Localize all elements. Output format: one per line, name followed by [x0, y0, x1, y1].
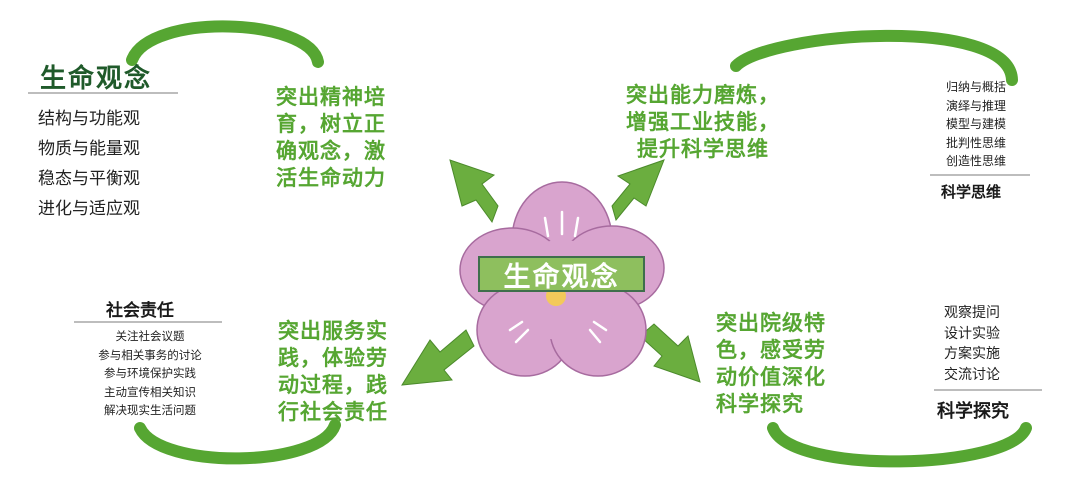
- caption-line: 行社会责任: [278, 400, 388, 424]
- curve-bottom-left: [134, 419, 341, 465]
- curve-bottom-right: [767, 422, 1032, 468]
- bottom-left-divider: [74, 321, 222, 323]
- top-right-title: 科学思维: [941, 183, 1002, 201]
- top-right-item: 演绎与推理: [946, 98, 1007, 113]
- center-label: 生命观念: [478, 256, 645, 293]
- curve-top-right: [730, 29, 1018, 86]
- top-right-divider: [930, 174, 1030, 176]
- caption-line: 育，树立正: [276, 112, 386, 136]
- top-left-list: 结构与功能观 物质与能量观 稳态与平衡观 进化与适应观: [38, 104, 140, 224]
- top-center-left-caption: 突出精神培 育，树立正 确观念，激 活生命动力: [276, 84, 386, 192]
- bottom-left-item: 解决现实生活问题: [104, 403, 196, 417]
- top-right-item: 创造性思维: [946, 154, 1007, 168]
- bottom-right-divider: [934, 389, 1042, 391]
- caption-line: 动过程，践: [278, 373, 388, 397]
- arrow-down-right-icon: [639, 323, 701, 383]
- caption-line: 增强工业技能，: [626, 110, 780, 134]
- bottom-left-list: 关注社会议题 参与相关事务的讨论 参与环境保护实践 主动宣传相关知识 解决现实生…: [70, 327, 230, 420]
- top-left-item: 结构与功能观: [38, 109, 140, 129]
- curve-top-left: [126, 20, 324, 68]
- bottom-center-left-caption: 突出服务实 践，体验劳 动过程，践 行社会责任: [278, 318, 388, 426]
- top-left-item: 稳态与平衡观: [38, 169, 140, 189]
- bottom-left-title: 社会责任: [106, 301, 174, 321]
- caption-line: 活生命动力: [276, 166, 386, 190]
- arrow-up-right-icon: [611, 159, 665, 222]
- bottom-right-item: 设计实验: [944, 325, 1000, 342]
- caption-line: 突出院级特: [716, 311, 826, 335]
- caption-line: 突出服务实: [278, 319, 388, 343]
- top-left-title: 生命观念: [40, 64, 153, 94]
- bottom-left-item: 参与环境保护实践: [104, 366, 196, 380]
- caption-line: 动价值深化: [716, 365, 826, 389]
- bottom-center-right-caption: 突出院级特 色，感受劳 动价值深化 科学探究: [716, 310, 826, 418]
- top-left-item: 物质与能量观: [38, 139, 140, 159]
- caption-line: 突出能力磨炼，: [626, 83, 780, 107]
- caption-line: 科学探究: [716, 392, 804, 416]
- top-right-item: 模型与建模: [946, 117, 1007, 131]
- bottom-left-item: 参与相关事务的讨论: [98, 347, 202, 362]
- top-right-list: 归纳与概括 演绎与推理 模型与建模 批判性思维 创造性思维: [946, 78, 1006, 171]
- caption-line: 提升科学思维: [637, 137, 769, 161]
- bottom-right-item: 交流讨论: [944, 366, 1000, 383]
- top-center-right-caption: 突出能力磨炼， 增强工业技能， 提升科学思维: [626, 82, 780, 163]
- top-right-item: 归纳与概括: [946, 80, 1007, 94]
- caption-line: 突出精神培: [276, 85, 386, 109]
- bottom-right-list: 观察提问 设计实验 方案实施 交流讨论: [944, 303, 1000, 385]
- bottom-left-item: 主动宣传相关知识: [104, 384, 196, 399]
- bottom-right-item: 观察提问: [944, 305, 1000, 321]
- caption-line: 色，感受劳: [716, 338, 826, 362]
- top-left-item: 进化与适应观: [38, 199, 140, 219]
- arrow-up-left-icon: [449, 159, 499, 224]
- caption-line: 践，体验劳: [278, 346, 388, 370]
- arrow-down-left-icon: [401, 329, 475, 386]
- caption-line: 确观念，激: [276, 139, 386, 163]
- top-right-item: 批判性思维: [946, 135, 1007, 150]
- bottom-right-title: 科学探究: [937, 401, 1009, 422]
- top-left-divider: [28, 92, 178, 94]
- bottom-left-item: 关注社会议题: [115, 329, 185, 343]
- bottom-right-item: 方案实施: [944, 346, 1000, 362]
